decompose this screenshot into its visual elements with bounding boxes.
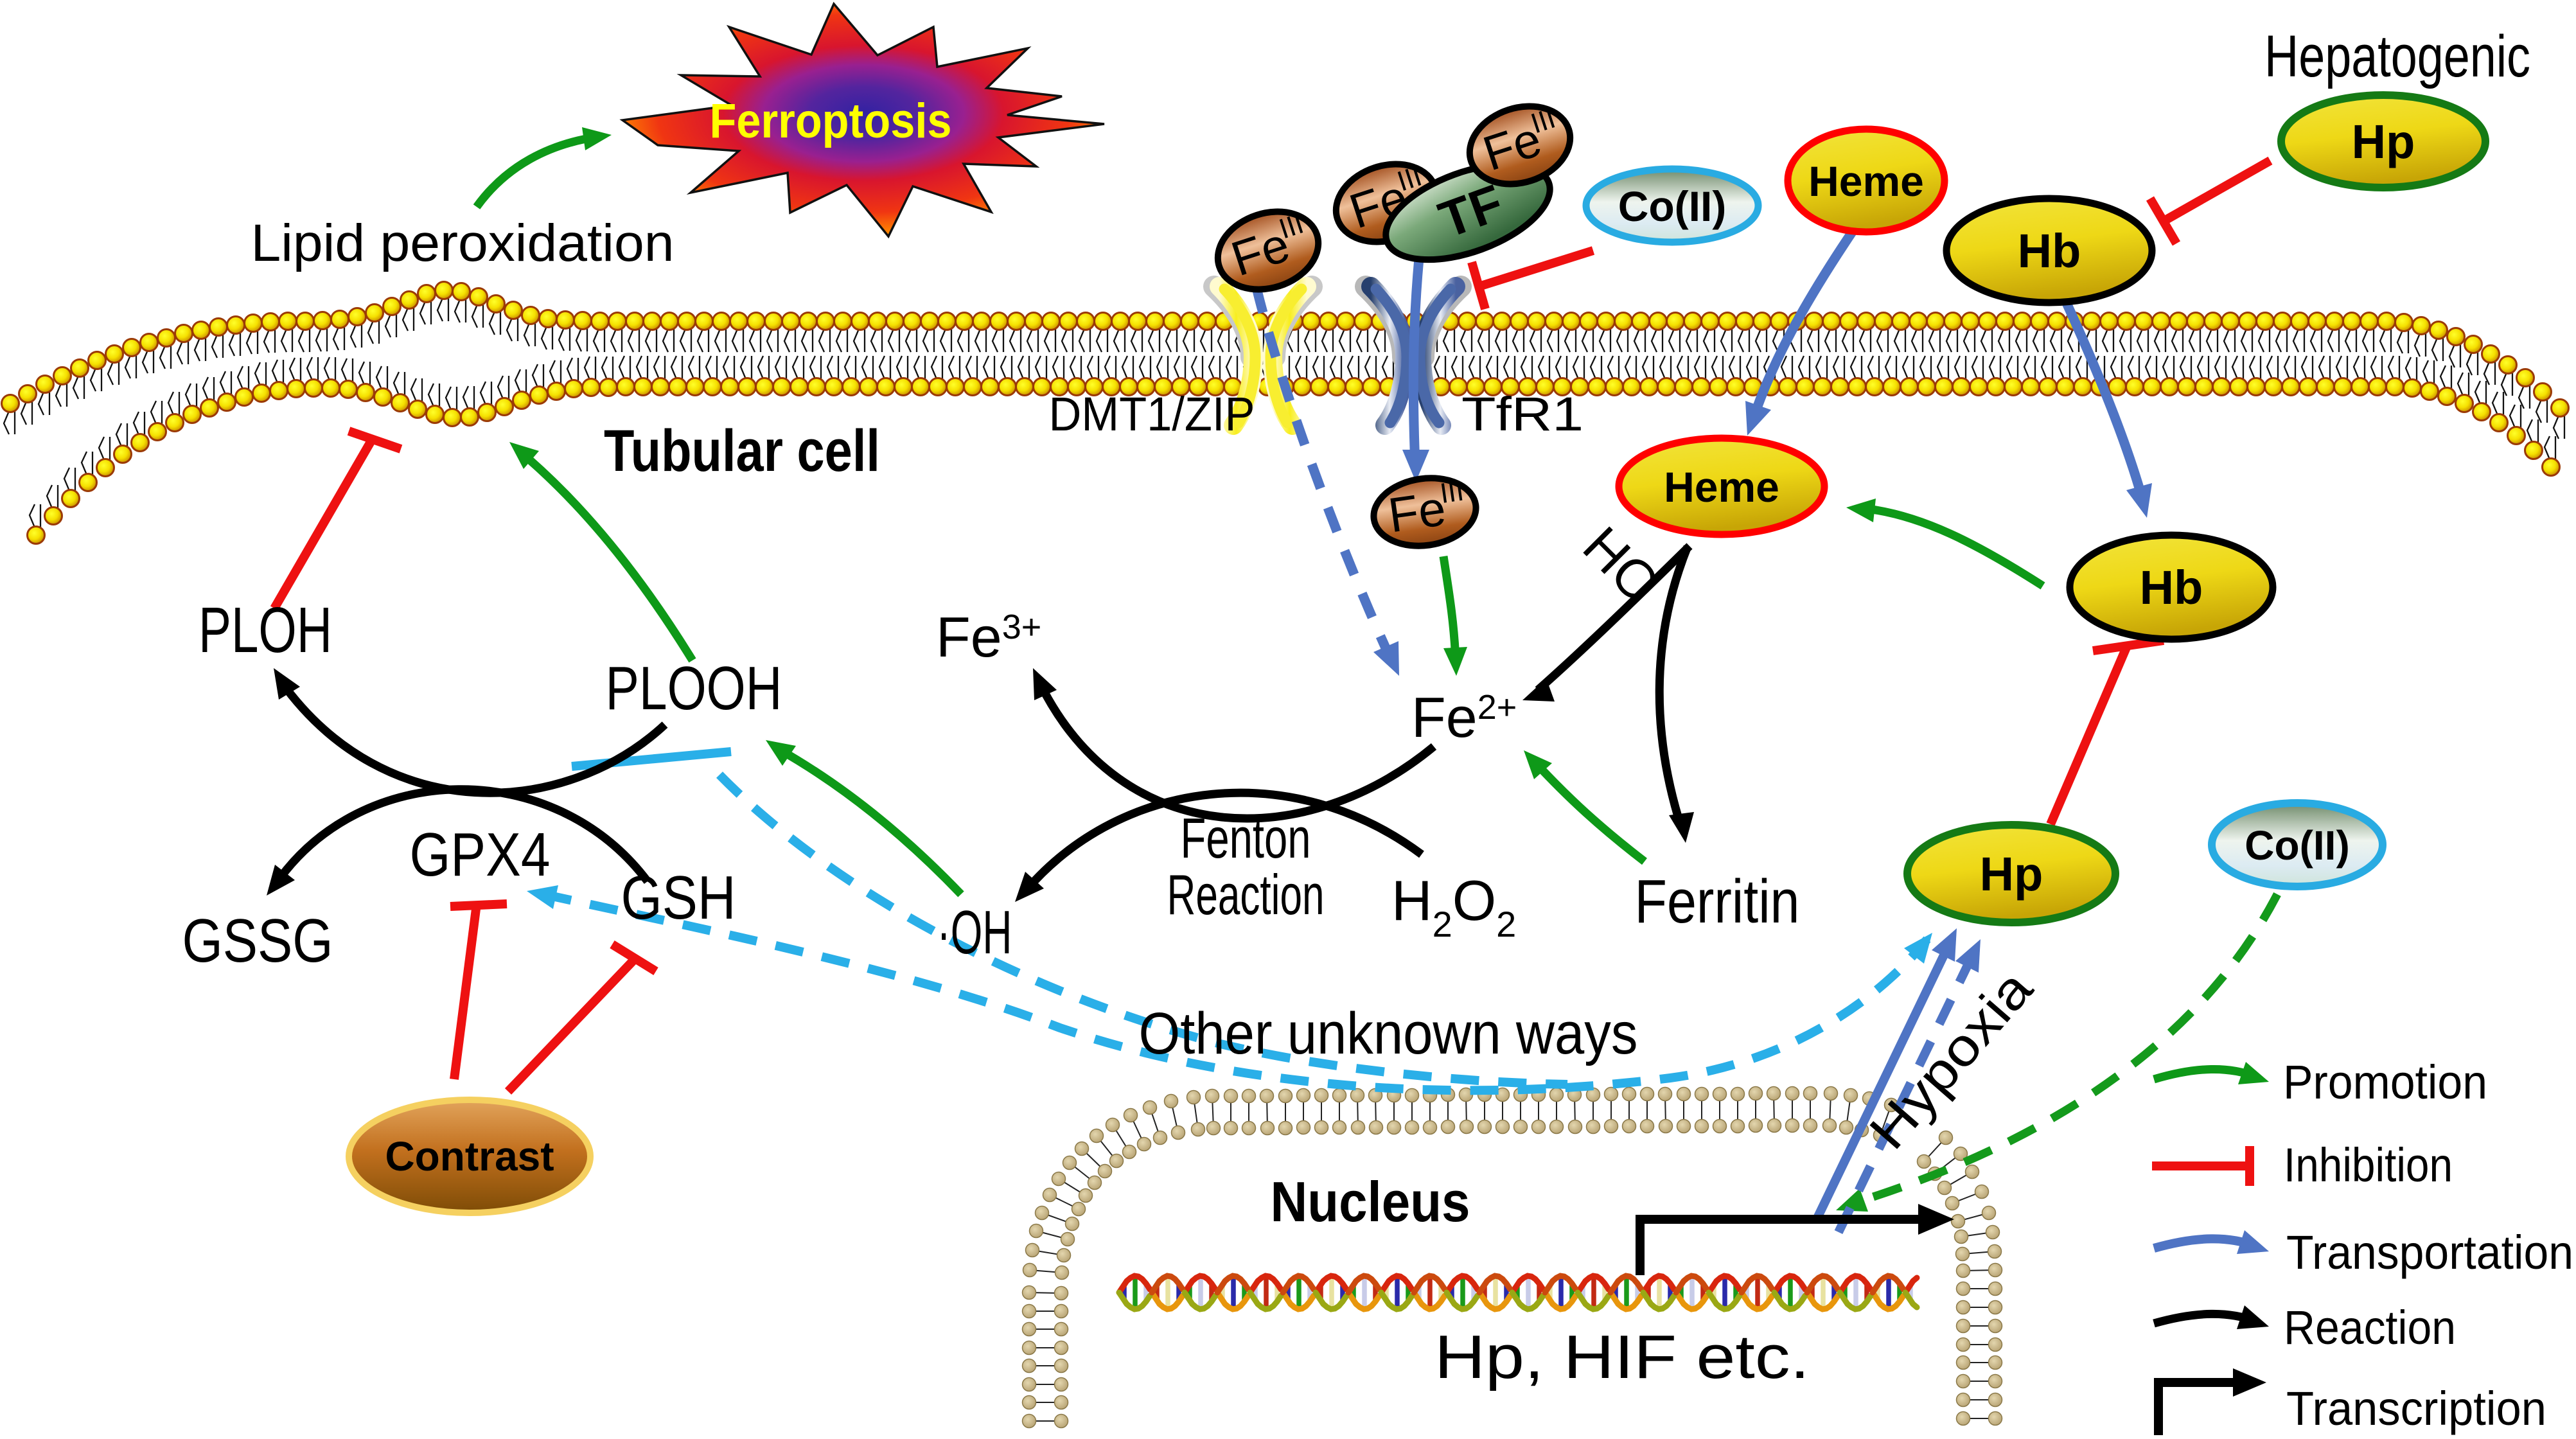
svg-text:Nucleus: Nucleus [1271,1170,1470,1233]
svg-text:Hypoxia: Hypoxia [1858,959,2044,1160]
svg-text:PLOOH: PLOOH [606,654,782,723]
svg-text:DMT1/ZIP: DMT1/ZIP [1049,387,1255,441]
svg-text:Hb: Hb [2018,224,2081,278]
svg-text:Hb: Hb [2140,561,2203,614]
svg-text:GSSG: GSSG [182,906,333,975]
svg-text:Hp: Hp [1980,847,2043,901]
svg-text:Hp: Hp [2352,115,2415,168]
svg-text:Promotion: Promotion [2283,1055,2487,1109]
svg-text:Contrast: Contrast [385,1133,554,1179]
svg-text:Transportation: Transportation [2286,1226,2573,1279]
svg-text:Reaction: Reaction [1167,863,1325,926]
svg-text:Transcription: Transcription [2286,1382,2546,1435]
svg-text:Inhibition: Inhibition [2284,1138,2453,1192]
svg-text:Other unknown ways: Other unknown ways [1139,1001,1638,1066]
svg-text:GSH: GSH [621,863,736,932]
svg-text:III: III [1438,475,1466,510]
svg-text:Co(II): Co(II) [1618,182,1727,230]
svg-text:Tubular cell: Tubular cell [604,418,880,484]
svg-text:Fe: Fe [1385,481,1449,543]
svg-text:Ferritin: Ferritin [1635,867,1800,936]
svg-text:Fe2+: Fe2+ [1411,685,1517,749]
svg-text:Fenton: Fenton [1181,806,1311,870]
svg-text:Hepatogenic: Hepatogenic [2264,24,2530,89]
svg-text:Ferroptosis: Ferroptosis [710,94,952,148]
svg-text:·OH: ·OH [937,898,1012,967]
svg-text:Reaction: Reaction [2284,1301,2456,1354]
svg-text:Heme: Heme [1808,157,1924,205]
svg-text:Heme: Heme [1664,463,1779,511]
svg-text:Co(II): Co(II) [2245,822,2350,869]
svg-text:H2O2: H2O2 [1391,869,1516,944]
svg-text:Lipid peroxidation: Lipid peroxidation [251,214,675,272]
svg-text:PLOH: PLOH [198,594,332,666]
svg-text:Fe3+: Fe3+ [936,605,1041,669]
svg-text:Hp, HIF etc.: Hp, HIF etc. [1434,1323,1810,1391]
svg-text:TfR1: TfR1 [1461,387,1584,441]
svg-text:GPX4: GPX4 [410,820,551,889]
svg-text:HO: HO [1572,515,1672,615]
